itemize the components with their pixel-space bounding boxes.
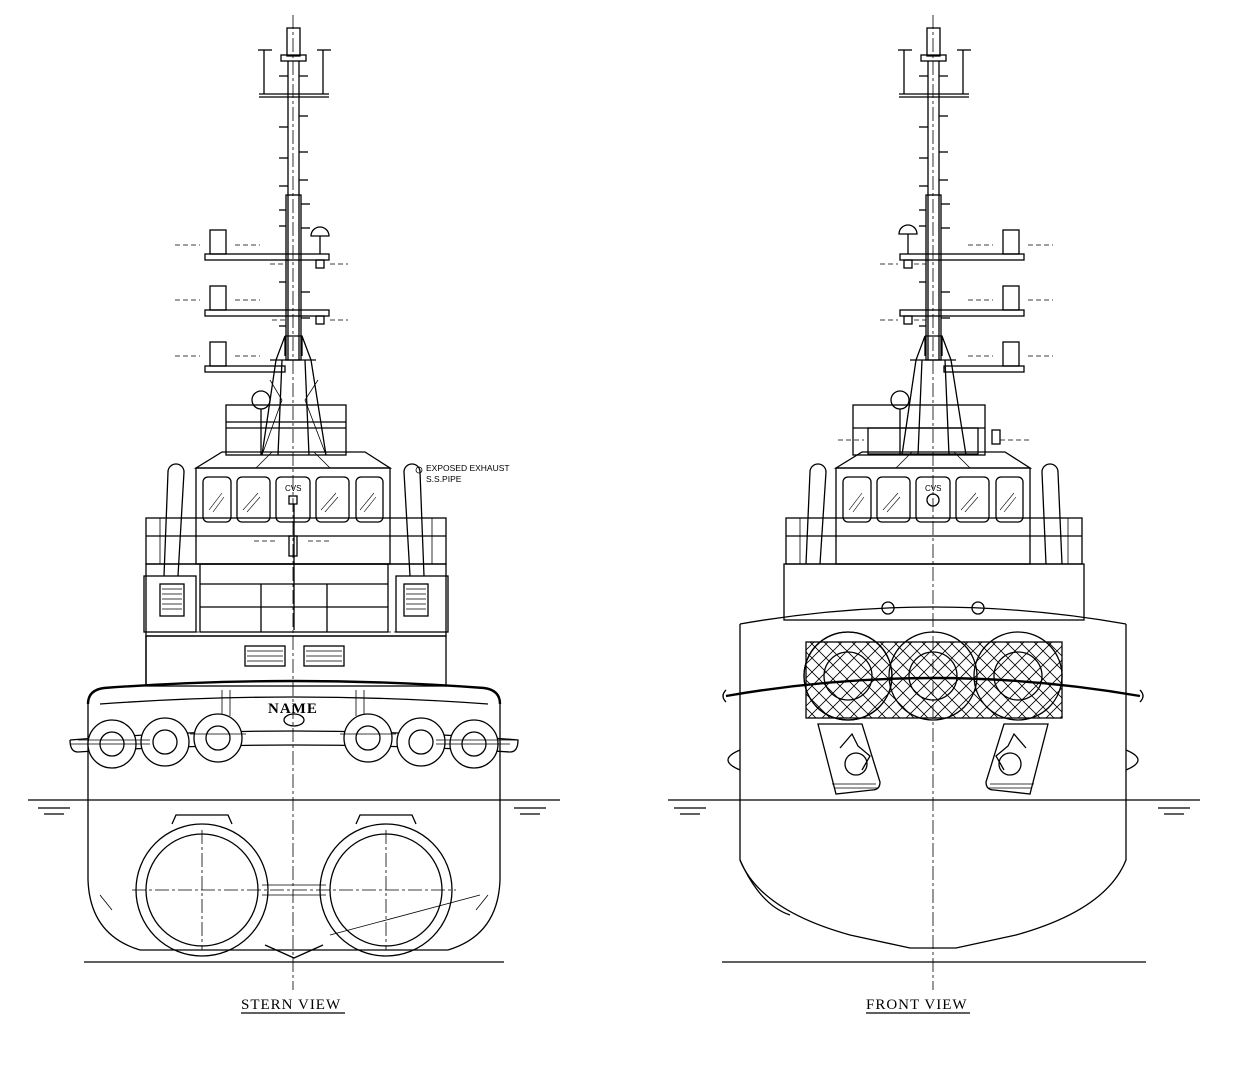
- front-forecastle: [739, 563, 1127, 625]
- exhaust-note-line1: EXPOSED EXHAUST: [426, 463, 510, 473]
- stern-cvs-label: CVS: [285, 484, 301, 493]
- stern-wheelhouse: CVS: [145, 390, 447, 630]
- front-bow-fender: [803, 631, 1063, 721]
- front-mast: [880, 27, 1053, 456]
- front-cvs-label: CVS: [925, 484, 941, 493]
- front-wheelhouse: CVS: [785, 390, 1083, 565]
- stern-waterline: [28, 799, 560, 815]
- stern-hull-name: NAME: [268, 701, 318, 717]
- stern-kort-nozzles: [84, 814, 504, 963]
- front-view: CVS: [668, 15, 1200, 1014]
- stern-fender-belt: [69, 713, 519, 769]
- front-anchor-pockets: [817, 723, 1049, 795]
- front-waterline: [668, 799, 1200, 815]
- stern-hull: NAME: [86, 679, 502, 959]
- stern-main-deck: EXPOSED EXHAUST S.S.PIPE: [143, 463, 510, 687]
- exhaust-note-line2: S.S.PIPE: [426, 474, 462, 484]
- stern-view: CVS EXPOSED EXHAUST: [28, 15, 560, 1014]
- front-view-title: FRONT VIEW: [866, 997, 968, 1013]
- stern-view-title: STERN VIEW: [241, 997, 341, 1013]
- stern-mast: [175, 27, 348, 456]
